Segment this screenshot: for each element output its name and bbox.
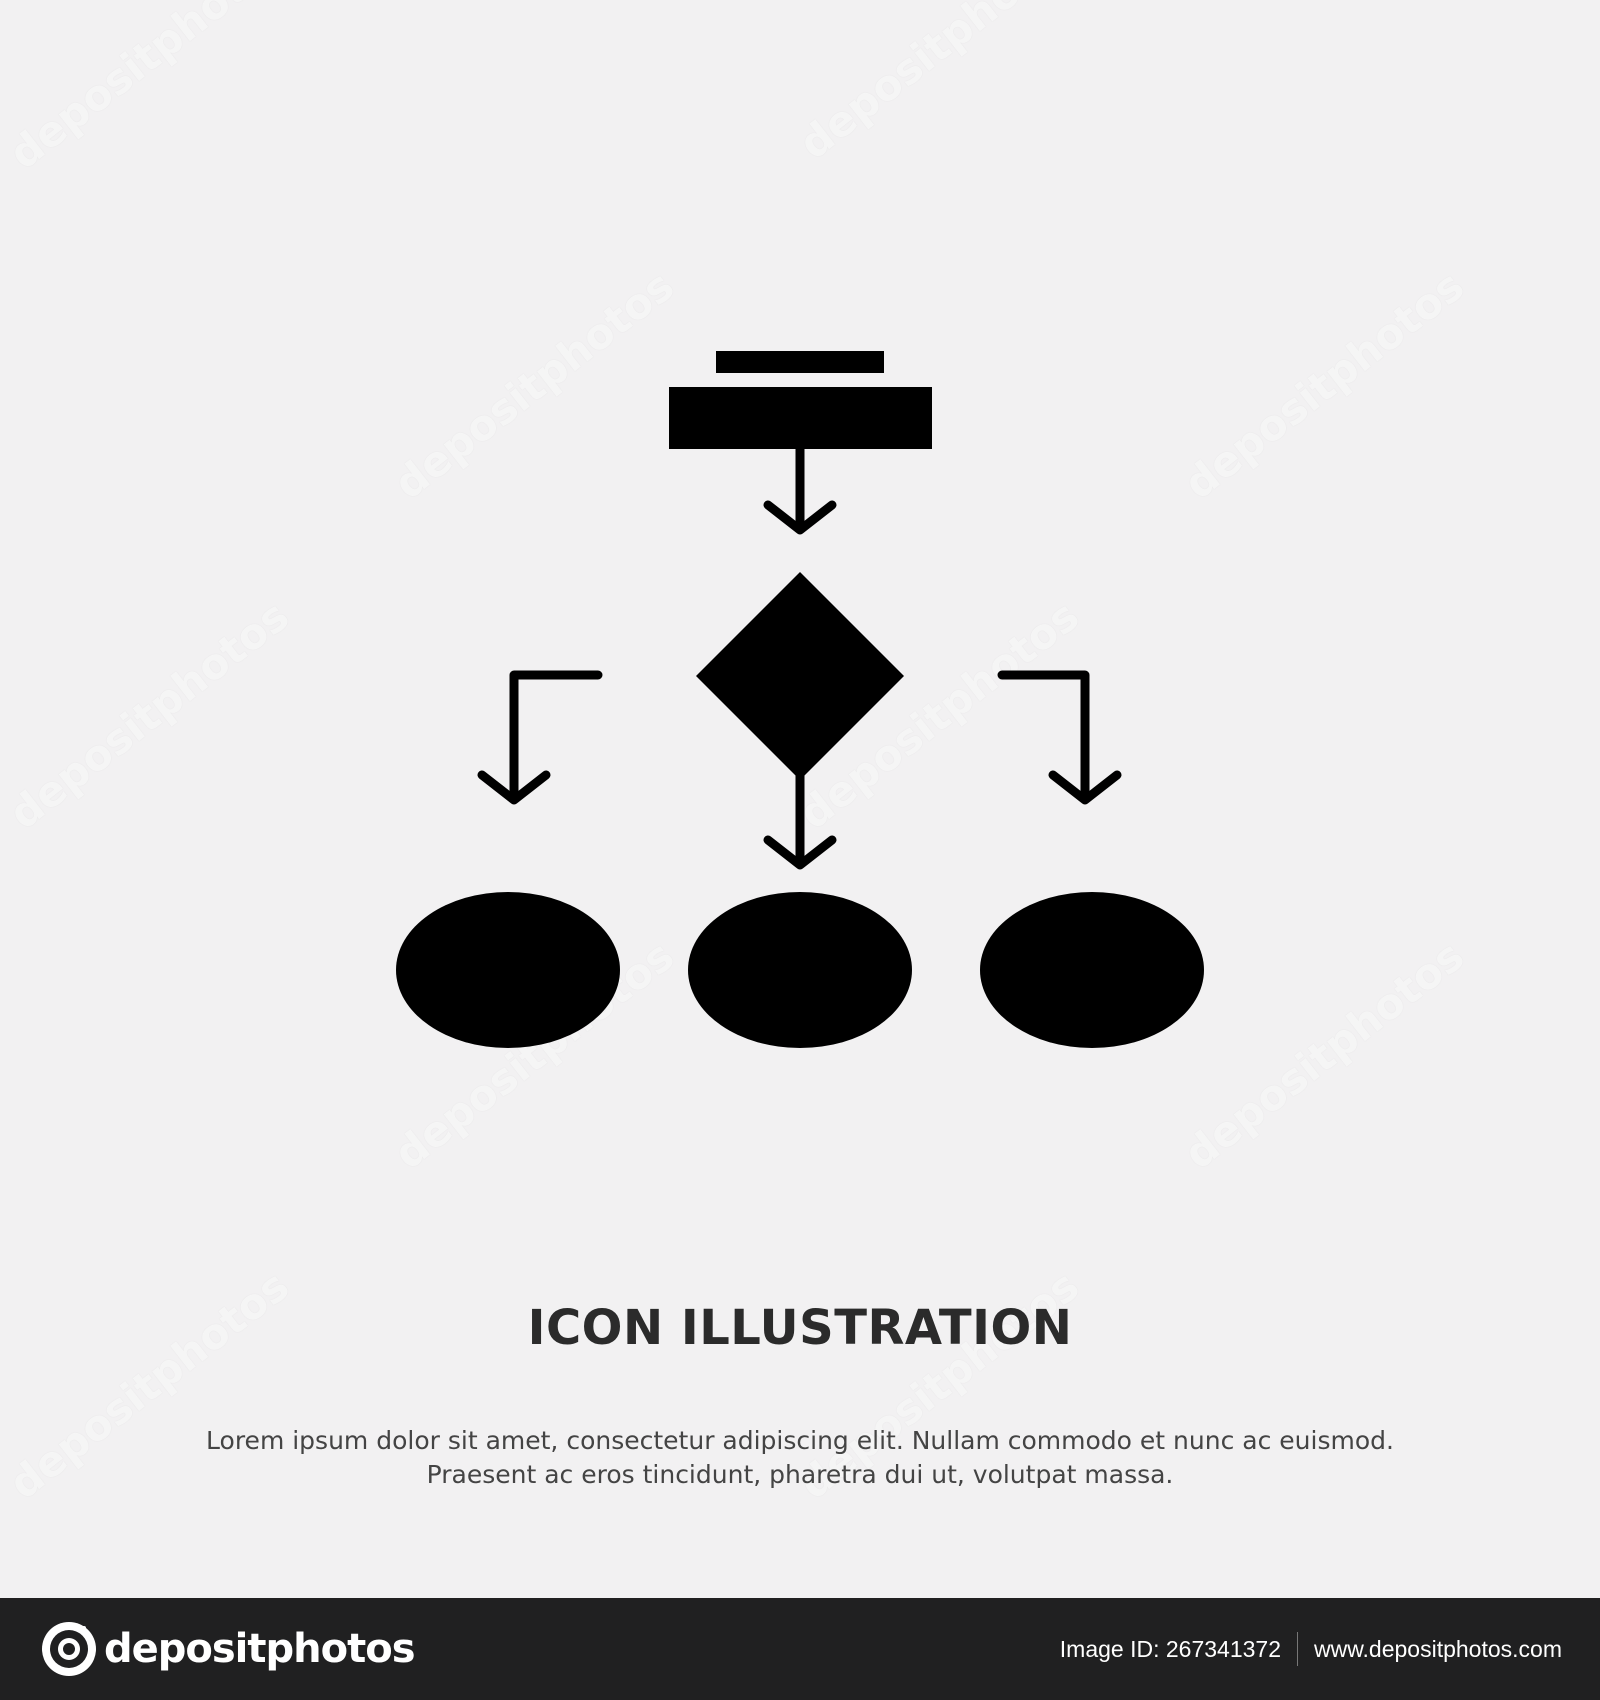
website-link[interactable]: www.depositphotos.com	[1313, 1635, 1562, 1662]
brand-logo[interactable]: depositphotos	[40, 1620, 416, 1678]
arrow-down-right-icon	[997, 670, 1122, 805]
image-id: Image ID: 267341372	[1059, 1635, 1281, 1662]
arrow-down-top-icon	[763, 444, 837, 535]
flowchart-top-bar	[716, 351, 884, 373]
flowchart-icon	[396, 351, 1204, 1048]
flowchart-outcome-center	[688, 892, 912, 1048]
arrow-down-left-icon	[477, 670, 603, 805]
footer-meta: Image ID: 267341372 www.depositphotos.co…	[1060, 1632, 1562, 1666]
description-line: Praesent ac eros tincidunt, pharetra dui…	[426, 1460, 1174, 1489]
camera-logo-icon	[42, 1622, 96, 1676]
illustration-canvas: depositphotos depositphotos depositphoto…	[0, 0, 1500, 1509]
flowchart-outcome-left	[396, 892, 620, 1048]
footer-bar: depositphotos Image ID: 267341372 www.de…	[0, 1598, 1600, 1700]
description-line: Lorem ipsum dolor sit amet, consectetur …	[206, 1426, 1394, 1455]
description: Lorem ipsum dolor sit amet, consectetur …	[100, 1424, 1500, 1492]
page-title: ICON ILLUSTRATION	[527, 1300, 1073, 1356]
flowchart-process-box	[669, 387, 932, 449]
divider	[1296, 1632, 1298, 1666]
brand-name: depositphotos	[104, 1626, 416, 1672]
flowchart-decision-diamond	[696, 572, 904, 780]
flowchart-outcome-right	[980, 892, 1204, 1048]
